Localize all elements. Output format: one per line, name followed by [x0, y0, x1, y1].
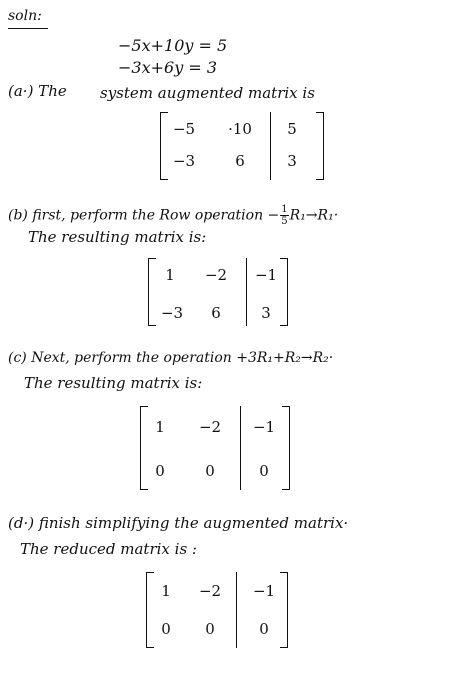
matrix-cell: −3: [160, 304, 184, 322]
augment-bar: [246, 258, 247, 326]
matrix-cell: 3: [287, 152, 297, 170]
bracket-right: [280, 258, 288, 326]
part-b-line2: The resulting matrix is:: [28, 228, 207, 246]
bracket-right: [316, 112, 324, 180]
part-b-prefix: (b) first, perform the Row operation −: [8, 207, 280, 224]
matrix-cell: 0: [161, 620, 171, 638]
matrix-cell: −2: [204, 266, 228, 284]
part-a-label: (a·) The: [8, 82, 67, 100]
fraction-numerator: 1: [280, 204, 289, 216]
equation-1: −5x+10y = 5: [118, 36, 228, 55]
bracket-left: [146, 572, 154, 648]
part-d-line1: (d·) finish simplifying the augmented ma…: [8, 514, 349, 532]
matrix-cell: 6: [235, 152, 245, 170]
matrix-cell: −1: [254, 266, 278, 284]
fraction-denominator: 5: [281, 216, 288, 227]
equation-2: −3x+6y = 3: [118, 58, 217, 77]
matrix-cell: ·10: [228, 120, 252, 138]
part-c-line2: The resulting matrix is:: [24, 374, 203, 392]
part-c-line1: (c) Next, perform the operation +3R₁+R₂→…: [8, 350, 334, 366]
part-a-text: system augmented matrix is: [100, 84, 315, 102]
bracket-right: [280, 572, 288, 648]
matrix-cell: 1: [165, 266, 175, 284]
matrix-cell: 0: [205, 620, 215, 638]
matrix-d: 1 −2 −1 0 0 0: [146, 572, 288, 648]
matrix-cell: −1: [252, 582, 276, 600]
matrix-a: −5 ·10 5 −3 6 3: [160, 112, 324, 180]
solution-heading: soln:: [8, 8, 42, 24]
matrix-cell: −3: [172, 152, 196, 170]
bracket-left: [140, 406, 148, 490]
bracket-right: [282, 406, 290, 490]
matrix-cell: 1: [161, 582, 171, 600]
matrix-cell: 6: [211, 304, 221, 322]
matrix-cell: 5: [287, 120, 297, 138]
matrix-cell: 0: [259, 462, 269, 480]
bracket-left: [160, 112, 168, 180]
bracket-left: [148, 258, 156, 326]
matrix-cell: 0: [205, 462, 215, 480]
matrix-cell: 1: [155, 418, 165, 436]
matrix-cell: 0: [155, 462, 165, 480]
matrix-b: 1 −2 −1 −3 6 3: [148, 258, 288, 326]
matrix-cell: 0: [259, 620, 269, 638]
matrix-cell: −2: [198, 418, 222, 436]
part-b-suffix: R₁→R₁·: [289, 207, 339, 224]
matrix-c: 1 −2 −1 0 0 0: [140, 406, 290, 490]
matrix-cell: 3: [261, 304, 271, 322]
heading-underline: [8, 28, 48, 29]
matrix-cell: −1: [252, 418, 276, 436]
matrix-cell: −2: [198, 582, 222, 600]
part-d-line2: The reduced matrix is :: [20, 540, 197, 558]
augment-bar: [240, 406, 241, 490]
augment-bar: [236, 572, 237, 648]
augment-bar: [270, 112, 271, 180]
matrix-cell: −5: [172, 120, 196, 138]
